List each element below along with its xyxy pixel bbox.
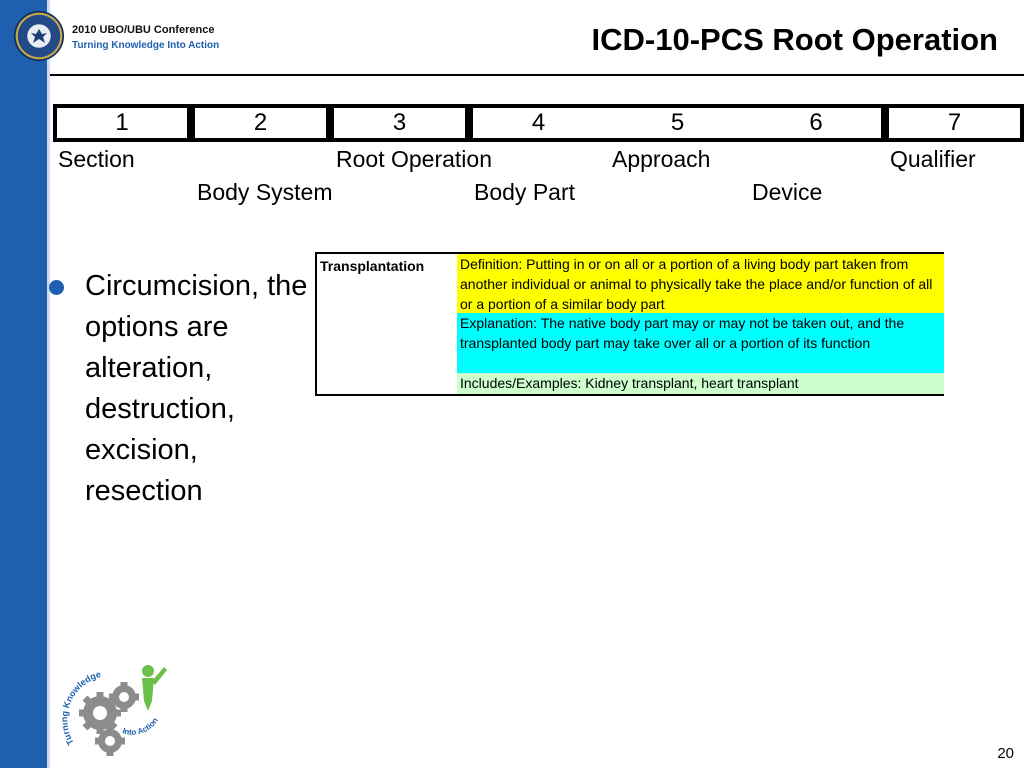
- conference-title: 2010 UBO/UBU Conference: [72, 24, 215, 36]
- conference-tagline: Turning Knowledge Into Action: [72, 40, 220, 51]
- label-device: Device: [752, 179, 823, 205]
- digit-6: 6: [809, 109, 823, 136]
- digit-box-1: 1: [53, 104, 191, 142]
- header-divider: [50, 74, 1024, 76]
- digit-4: 4: [531, 109, 546, 136]
- side-accent-bar: [0, 0, 47, 768]
- bullet-text: Circumcision, the options are alteration…: [85, 270, 308, 507]
- turning-knowledge-logo-icon: Turning Knowledge Into Action: [62, 665, 167, 756]
- operation-name: Transplantation: [320, 258, 425, 274]
- digit-box-7: 7: [885, 104, 1024, 142]
- slide-header: 2010 UBO/UBU Conference Turning Knowledg…: [0, 0, 1024, 76]
- digit-box-2: 2: [191, 104, 330, 142]
- label-section: Section: [58, 146, 135, 172]
- label-qualifier: Qualifier: [890, 146, 976, 172]
- digit-box-3: 3: [330, 104, 469, 142]
- label-root-operation: Root Operation: [336, 146, 492, 172]
- page-number: 20: [997, 745, 1014, 762]
- label-approach: Approach: [612, 146, 711, 172]
- digit-5: 5: [670, 109, 685, 136]
- operation-explanation: Explanation: The native body part may or…: [457, 313, 944, 373]
- dod-seal-icon: [14, 11, 64, 61]
- eagle-icon: [31, 29, 47, 43]
- operation-examples: Includes/Examples: Kidney transplant, he…: [457, 373, 944, 394]
- digit-box-4-6: [469, 104, 885, 142]
- label-body-part: Body Part: [474, 179, 575, 205]
- logo-text-line2: Into Action: [121, 716, 160, 737]
- code-digit-row: 1 2 3 4 5 6 7: [53, 104, 1024, 142]
- svg-text:Into Action: Into Action: [121, 716, 160, 737]
- label-body-system: Body System: [197, 179, 333, 205]
- operation-definition: Definition: Putting in or on all or a po…: [457, 254, 944, 313]
- root-operation-table: Transplantation Definition: Putting in o…: [315, 252, 944, 396]
- side-bar-edge: [47, 0, 50, 768]
- page-title: ICD-10-PCS Root Operation: [591, 22, 998, 57]
- bullet-dot-icon: [49, 280, 64, 295]
